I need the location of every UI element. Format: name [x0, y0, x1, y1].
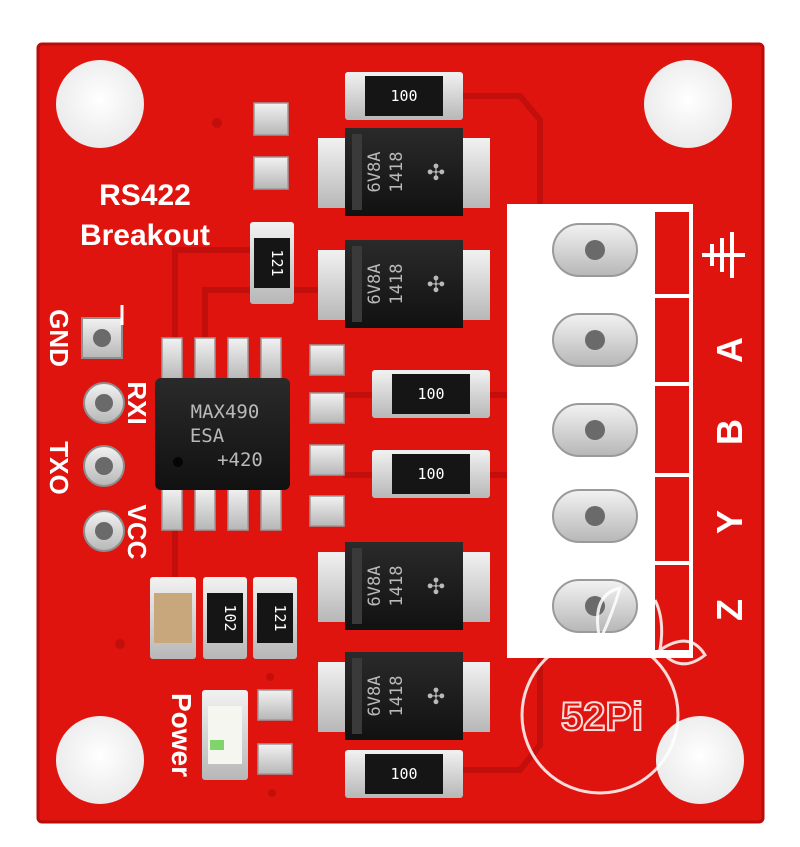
svg-text:100: 100: [417, 385, 444, 403]
header-pins: [81, 317, 125, 552]
resistor: 100: [345, 72, 463, 120]
tvs-diode: [318, 240, 490, 328]
tvs-diode: [318, 542, 490, 630]
mounting-hole: [56, 60, 144, 148]
resistor: 100: [345, 750, 463, 798]
power-led: [202, 690, 248, 780]
resistor: 100: [372, 450, 490, 498]
svg-text:52Pi: 52Pi: [561, 695, 643, 739]
terminal-label-b: B: [709, 419, 750, 445]
ic-marking-line1: MAX490: [191, 401, 260, 423]
diode-marking: 1418: [387, 152, 407, 193]
diode-marking: 6V8A: [365, 566, 385, 607]
pin-label-rxi: RXI: [122, 381, 152, 424]
tvs-diode: [318, 128, 490, 216]
svg-text:121: 121: [268, 249, 286, 276]
terminal-label-a: A: [709, 337, 750, 363]
ic-marking-line2: ESA: [190, 425, 225, 447]
diode-marking: 6V8A: [365, 264, 385, 305]
ic-marking-line3: +420: [217, 449, 263, 471]
mounting-hole: [656, 716, 744, 804]
resistor: 121: [253, 577, 297, 659]
terminal-label-y: Y: [709, 510, 750, 534]
ground-symbol-icon: [702, 232, 745, 278]
tvs-diode: [318, 652, 490, 740]
diode-marking: 1418: [387, 566, 407, 607]
diode-marking: 6V8A: [365, 676, 385, 717]
resistor: 102: [203, 577, 247, 659]
max490-ic: [155, 378, 290, 490]
board-title-line2: Breakout: [80, 219, 210, 252]
motorola-logo-icon: ✣: [427, 161, 445, 186]
svg-text:100: 100: [390, 87, 417, 105]
svg-text:102: 102: [221, 604, 239, 631]
pin-label-vcc: VCC: [122, 505, 152, 560]
svg-text:100: 100: [390, 765, 417, 783]
diode-marking: 1418: [387, 264, 407, 305]
resistor: 121: [250, 222, 294, 304]
svg-text:121: 121: [271, 604, 289, 631]
mounting-hole: [56, 716, 144, 804]
watermark-52pi-logo: 52Pi: [520, 585, 707, 795]
diode-marking: 6V8A: [365, 152, 385, 193]
terminal-label-z: Z: [709, 599, 750, 621]
svg-text:100: 100: [417, 465, 444, 483]
motorola-logo-icon: ✣: [427, 685, 445, 710]
board-title-line1: RS422: [99, 179, 191, 212]
mounting-hole: [644, 60, 732, 148]
pin-label-gnd: GND: [44, 309, 74, 367]
motorola-logo-icon: ✣: [427, 575, 445, 600]
pin-label-txo: TXO: [44, 441, 74, 494]
terminal-pads: [552, 223, 638, 633]
resistor: 100: [372, 370, 490, 418]
diode-marking: 1418: [387, 676, 407, 717]
power-label: Power: [166, 693, 197, 777]
capacitor: [150, 577, 196, 659]
motorola-logo-icon: ✣: [427, 273, 445, 298]
